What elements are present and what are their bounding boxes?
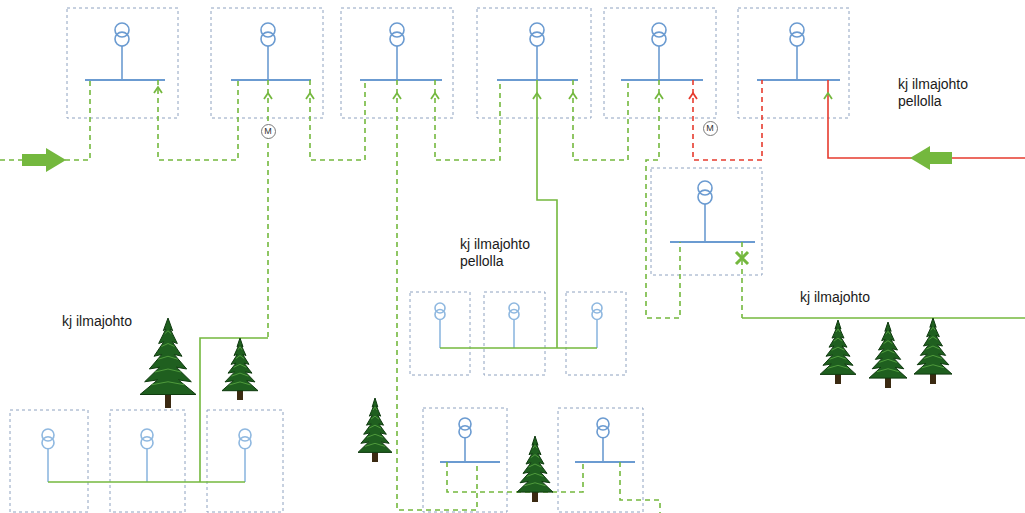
breaker-symbol	[569, 93, 577, 99]
feeder-line	[267, 80, 269, 338]
busbar	[85, 79, 165, 81]
overhead-line	[200, 338, 268, 482]
open-switch	[736, 252, 748, 264]
transformer-symbol	[115, 23, 129, 80]
substation-box	[738, 8, 849, 118]
transformer-symbol	[790, 23, 804, 80]
feeder-line	[397, 80, 477, 510]
transformer-symbol	[597, 418, 609, 462]
substation-box	[477, 8, 591, 118]
overhead-line	[440, 347, 597, 349]
feeder-line	[65, 80, 90, 160]
motor-symbol: M	[261, 124, 276, 139]
transformer-symbol	[435, 303, 445, 348]
transformer-symbol	[390, 23, 404, 80]
busbar	[440, 461, 500, 463]
tree-symbol	[517, 436, 553, 502]
feed-arrow	[910, 146, 952, 170]
breaker-symbol	[533, 93, 541, 99]
transformer-symbol	[42, 429, 54, 482]
transformer-symbol	[509, 303, 519, 348]
line-label: kj ilmajohto	[62, 313, 157, 330]
substation-box	[651, 168, 762, 275]
feed-arrow	[22, 148, 66, 172]
tree-symbol	[222, 338, 258, 400]
substation-box	[423, 408, 507, 512]
breaker-symbol	[824, 93, 832, 99]
tree-symbol	[358, 398, 392, 462]
substation-box	[10, 410, 88, 512]
feeder-line	[447, 462, 583, 492]
feeder-line	[741, 242, 743, 318]
substation-box	[110, 410, 185, 512]
motor-letter: M	[264, 127, 272, 136]
substation-box	[410, 292, 470, 375]
breaker-symbol	[306, 93, 314, 99]
feeder-line	[310, 80, 365, 160]
breaker-symbol	[154, 87, 162, 93]
transformer-symbol	[239, 429, 251, 482]
feeder-line	[620, 462, 660, 513]
transformer-symbol	[261, 23, 275, 80]
overhead-line	[742, 317, 1025, 319]
feeder-line	[435, 80, 500, 160]
transformer-symbol	[652, 23, 666, 80]
breaker-symbol	[264, 93, 272, 99]
busbar	[231, 79, 311, 81]
busbar	[575, 461, 635, 463]
feeder-line	[573, 80, 628, 160]
breaker-symbol	[393, 93, 401, 99]
substation-box	[207, 410, 283, 512]
substation-box	[67, 8, 178, 118]
motor-letter: M	[706, 124, 714, 133]
overhead-line	[48, 481, 245, 483]
substation-box	[566, 292, 626, 375]
feeder-line	[646, 80, 680, 318]
transformer-symbol	[141, 429, 153, 482]
breaker-symbol	[655, 93, 663, 99]
feeder-line	[0, 159, 22, 161]
substation-box	[211, 8, 323, 118]
tree-symbol	[820, 320, 856, 384]
overhead-line	[537, 80, 557, 348]
transformer-symbol	[530, 23, 544, 80]
substation-box	[484, 292, 545, 375]
transformer-symbol	[459, 418, 471, 462]
transformer-symbol	[698, 181, 712, 242]
line-label: kj ilmajohto pellolla	[460, 236, 550, 270]
busbar	[621, 79, 703, 81]
line-label: kj ilmajohto pellolla	[898, 76, 993, 110]
substation-box	[558, 408, 643, 512]
feeder-line	[158, 80, 238, 160]
breaker-symbol	[689, 93, 697, 99]
busbar	[360, 79, 442, 81]
tree-symbol	[869, 322, 907, 388]
tree-symbol	[140, 318, 196, 408]
tree-symbol	[914, 318, 952, 384]
transformer-symbol	[592, 303, 602, 348]
substation-box	[604, 8, 716, 118]
line-label: kj ilmajohto	[800, 289, 895, 306]
motor-symbol: M	[703, 121, 718, 136]
feeder-line	[693, 80, 762, 160]
breaker-symbol	[431, 93, 439, 99]
